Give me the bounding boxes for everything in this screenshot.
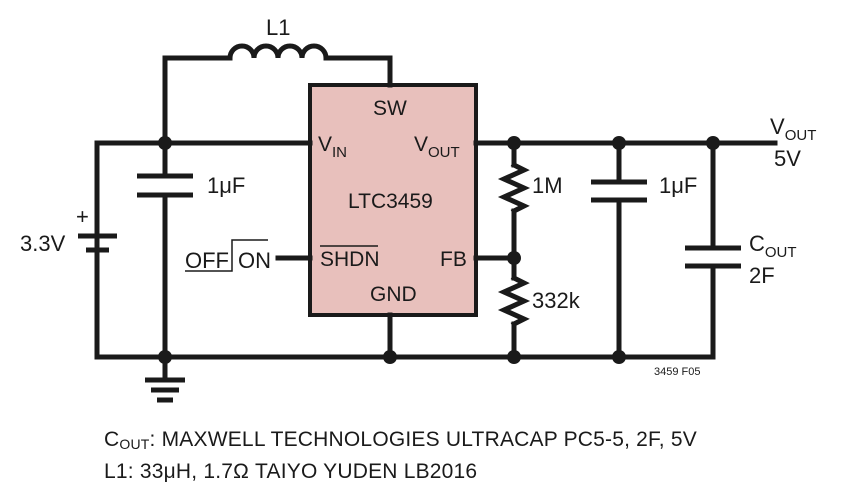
inductor-l1 <box>162 43 393 146</box>
pin-gnd: GND <box>370 283 417 306</box>
input-capacitor <box>137 140 193 360</box>
pin-sw: SW <box>373 97 407 120</box>
vout-label: VOUT <box>770 114 816 144</box>
pin-fb: FB <box>440 248 467 271</box>
cout-capacitor <box>685 140 741 360</box>
resistor-332k <box>497 255 531 360</box>
input-cap-value: 1μF <box>207 173 245 198</box>
ic-ltc3459-body <box>308 83 478 317</box>
cout-value: 2F <box>749 263 775 288</box>
resistor-top-value: 1M <box>532 173 563 198</box>
note-cout: COUT: MAXWELL TECHNOLOGIES ULTRACAP PC5-… <box>104 428 697 452</box>
ic-part-number: LTC3459 <box>348 190 433 213</box>
pin-shdn: SHDN <box>320 248 380 271</box>
figure-id: 3459 F05 <box>654 366 700 378</box>
component-notes: COUT: MAXWELL TECHNOLOGIES ULTRACAP PC5-… <box>104 426 697 486</box>
battery-plus-sign: + <box>76 204 89 229</box>
off-label: OFF <box>185 248 229 273</box>
output-cap-value: 1μF <box>659 173 697 198</box>
junction-dots <box>158 136 720 364</box>
battery-symbol <box>78 140 117 360</box>
off-on-toggle-line <box>185 239 268 272</box>
pin-vout: VOUT <box>414 133 460 161</box>
cout-name: COUT <box>749 231 797 261</box>
battery-voltage-label: 3.3V <box>20 231 66 256</box>
vout-voltage: 5V <box>774 146 801 171</box>
circuit-schematic: L1 + 3.3V 1μF OFF ON SW VIN VOUT LTC3459… <box>20 15 816 403</box>
note-l1: L1: 33μH, 1.7Ω TAIYO YUDEN LB2016 <box>104 460 478 483</box>
on-label: ON <box>238 248 271 273</box>
inductor-label: L1 <box>266 15 290 40</box>
pin-vin: VIN <box>318 133 347 161</box>
resistor-1m <box>497 140 531 261</box>
resistor-bottom-value: 332k <box>532 288 581 313</box>
input-rail <box>94 140 313 333</box>
output-capacitor <box>591 140 647 360</box>
